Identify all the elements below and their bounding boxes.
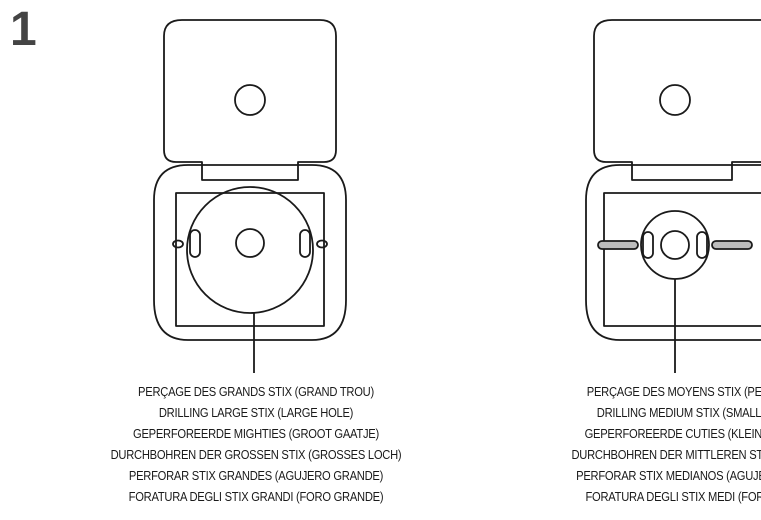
large-stix-caption: PERÇAGE DES GRANDS STIX (GRAND TROU) DRI… <box>75 381 436 507</box>
caption-line-en: DRILLING LARGE STIX (LARGE HOLE) <box>158 405 354 420</box>
tool-base-inner <box>175 192 325 327</box>
medium-drill-disc <box>640 210 710 280</box>
caption-line-it: FORATURA DEGLI STIX MEDI (FORO <box>585 489 761 504</box>
tool-base <box>153 164 347 341</box>
large-drill-disc <box>186 186 314 314</box>
caption-line-fr: PERÇAGE DES GRANDS STIX (GRAND TROU) <box>138 384 374 399</box>
caption-line-nl: GEPERFOREERDE CUTIES (KLEIN G <box>584 426 761 441</box>
large-hole-tool <box>153 19 347 373</box>
caption-line-fr: PERÇAGE DES MOYENS STIX (PETI <box>586 384 761 399</box>
caption-line-de: DURCHBOHREN DER GROSSEN STIX (GROSSES LO… <box>110 447 402 462</box>
right-guide-slot <box>299 229 311 258</box>
caption-line-es: PERFORAR STIX MEDIANOS (AGUJERO <box>576 468 761 483</box>
left-pin <box>172 239 184 249</box>
left-guide-slot <box>642 231 654 259</box>
tool-base <box>585 164 761 341</box>
medium-hole-tool <box>585 19 761 373</box>
left-rail <box>597 240 639 250</box>
tool-lid <box>163 19 337 181</box>
tool-lid <box>593 19 761 181</box>
right-rail <box>711 240 753 250</box>
lid-hole <box>234 84 266 116</box>
medium-drill-hole <box>660 230 690 260</box>
right-pin <box>316 239 328 249</box>
caption-line-de: DURCHBOHREN DER MITTLEREN STIX (K <box>571 447 761 462</box>
large-drill-hole <box>235 228 265 258</box>
tool-base-inner <box>603 192 761 327</box>
caption-line-it: FORATURA DEGLI STIX GRANDI (FORO GRANDE) <box>128 489 384 504</box>
caption-line-en: DRILLING MEDIUM STIX (SMALL <box>596 405 761 420</box>
right-guide-slot <box>696 231 708 259</box>
lid-hole <box>659 84 691 116</box>
caption-line-es: PERFORAR STIX GRANDES (AGUJERO GRANDE) <box>128 468 384 483</box>
medium-stix-caption: PERÇAGE DES MOYENS STIX (PETI DRILLING M… <box>498 381 761 507</box>
step-number: 1 <box>10 3 37 56</box>
caption-line-nl: GEPERFOREERDE MIGHTIES (GROOT GAATJE) <box>133 426 379 441</box>
left-guide-slot <box>189 229 201 258</box>
